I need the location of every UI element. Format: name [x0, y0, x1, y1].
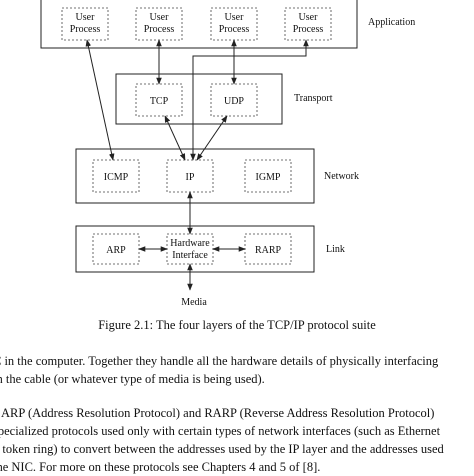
- user-process-3-line2: Process: [219, 24, 250, 35]
- arrow-process1-icmp: [85, 39, 115, 161]
- igmp-label: IGMP: [255, 172, 280, 183]
- user-process-2-line2: Process: [144, 24, 175, 35]
- hardware-interface-line1: Hardware: [170, 238, 210, 249]
- ip-box: IP: [166, 159, 214, 193]
- rarp-box: RARP: [244, 233, 292, 265]
- paragraph-2: e ARP (Address Resolution Protocol) and …: [0, 404, 474, 476]
- application-layer-label: Application: [368, 17, 415, 28]
- tcp-box: TCP: [135, 83, 183, 117]
- network-layer-label: Network: [324, 171, 359, 182]
- transport-layer-label: Transport: [294, 93, 333, 104]
- paragraph-2-line-3: d token ring) to convert between the add…: [0, 442, 444, 456]
- icmp-box: ICMP: [92, 159, 140, 193]
- figure-caption: Figure 2.1: The four layers of the TCP/I…: [98, 318, 376, 332]
- paragraph-2-line-1: e ARP (Address Resolution Protocol) and …: [0, 406, 435, 420]
- user-process-1-line2: Process: [70, 24, 101, 35]
- media-label: Media: [181, 297, 207, 308]
- user-process-1-line1: User: [76, 12, 96, 23]
- user-process-4-line1: User: [299, 12, 319, 23]
- user-process-2-line1: User: [150, 12, 170, 23]
- paragraph-2-line-4: the NIC. For more on these protocols see…: [0, 460, 321, 474]
- arp-box: ARP: [92, 233, 140, 265]
- rarp-label: RARP: [255, 245, 282, 256]
- user-process-4-line2: Process: [293, 24, 324, 35]
- link-layer-label: Link: [326, 244, 345, 255]
- igmp-box: IGMP: [244, 159, 292, 193]
- arrow-process4-ip: [190, 39, 309, 161]
- udp-box: UDP: [210, 83, 258, 117]
- user-process-3-line1: User: [225, 12, 245, 23]
- paragraph-1: C in the computer. Together they handle …: [0, 352, 474, 388]
- tcp-label: TCP: [150, 96, 169, 107]
- udp-label: UDP: [224, 96, 244, 107]
- arp-label: ARP: [106, 245, 126, 256]
- paragraph-1-line-1: C in the computer. Together they handle …: [0, 354, 439, 368]
- ip-label: IP: [186, 172, 195, 183]
- hardware-interface-line2: Interface: [172, 250, 208, 261]
- arrow-tcp-ip: [164, 115, 186, 161]
- paragraph-1-line-2: th the cable (or whatever type of media …: [0, 372, 265, 386]
- arrow-udp-ip: [196, 115, 228, 161]
- icmp-label: ICMP: [104, 172, 129, 183]
- paragraph-2-line-2: specialized protocols used only with cer…: [0, 424, 441, 438]
